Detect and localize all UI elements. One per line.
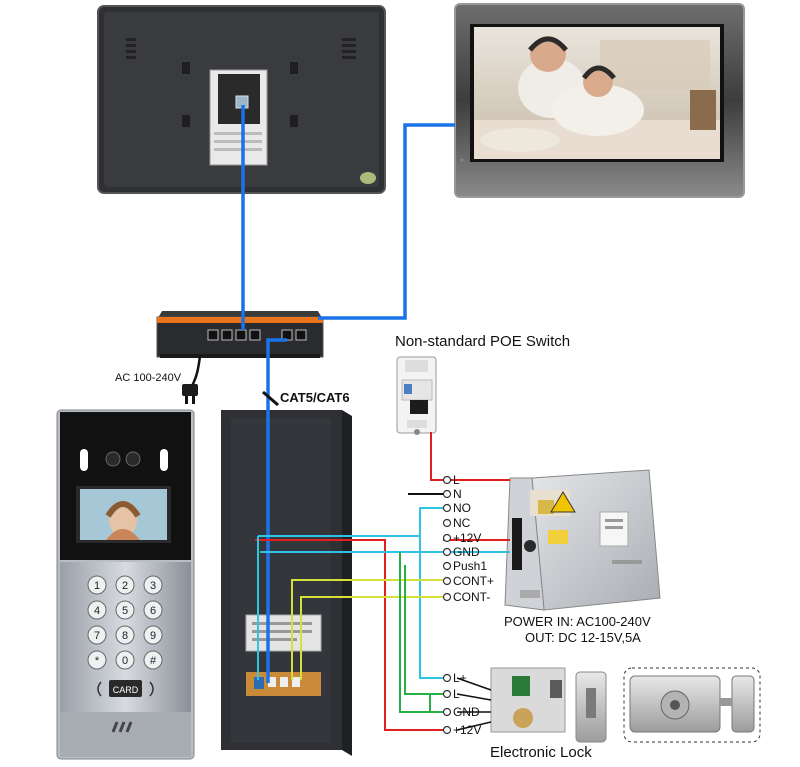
wire-green-gnd: [399, 552, 443, 713]
keypad: 1 2 3 4 5 6 7 8 9 * 0 #: [87, 575, 163, 670]
power-out-label: OUT: DC 12-15V,5A: [525, 630, 641, 645]
wire-green-lminus: [404, 565, 443, 695]
keypad-key: [143, 600, 163, 620]
terminal-block: [442, 475, 452, 602]
terminal-label: CONT+: [453, 574, 495, 588]
lock-terminal-label: L-: [453, 687, 464, 701]
terminal-label: NC: [453, 516, 471, 530]
keypad-key-label: #: [150, 655, 157, 667]
monitor-back: [97, 5, 386, 194]
terminal-n: [442, 489, 452, 499]
lock-terminal-block: [442, 673, 452, 735]
ac-input-label: AC 100-240V: [115, 372, 182, 384]
door-station: 1 2 3 4 5 6 7 8 9 * 0 # CARD: [56, 409, 195, 760]
card-reader: CARD: [97, 680, 154, 697]
keypad-key-label: 3: [150, 580, 156, 592]
terminal-gnd: [442, 547, 452, 557]
keypad-key: [87, 600, 107, 620]
keypad-key-label: 1: [94, 580, 100, 592]
cable-marker: [262, 390, 279, 407]
keypad-key: [143, 650, 163, 670]
terminal-nc: [442, 518, 452, 528]
monitor-port-panel: [209, 69, 268, 166]
keypad-key: [115, 625, 135, 645]
terminal-l: [442, 475, 452, 485]
lock-wires: [456, 677, 492, 731]
vent-grille-right: [342, 38, 356, 59]
lock-terminal: [442, 707, 452, 717]
cable-type-label: CAT5/CAT6: [280, 390, 350, 405]
keypad-key-label: 7: [94, 630, 100, 642]
lock-terminal-label: +12V: [453, 723, 482, 737]
lock-external-view: [623, 667, 761, 743]
keypad-key: [115, 575, 135, 595]
keypad-key: [87, 575, 107, 595]
cable-switch-to-door-station: [266, 338, 287, 683]
monitor-front: [454, 3, 745, 198]
keypad-key: [143, 625, 163, 645]
keypad-key-label: 2: [122, 580, 128, 592]
terminal-label: GND: [453, 545, 480, 559]
lock-terminal: [442, 689, 452, 699]
cable-switch-to-front-monitor: [318, 123, 455, 320]
terminal-12v: [442, 533, 452, 543]
keypad-key-label: 5: [122, 605, 128, 617]
keypad-key-label: 8: [122, 630, 128, 642]
lock-terminal-label: GND: [453, 705, 480, 719]
electronic-lock-label: Electronic Lock: [490, 744, 592, 761]
wire-cyan-to-lplus: [419, 508, 443, 679]
terminal-label: NO: [453, 501, 471, 515]
ac-power-cord: [190, 355, 202, 387]
wire-cont-minus: [300, 596, 443, 680]
ac-plug: [182, 384, 198, 404]
wire-plus12-to-lock: [255, 539, 443, 731]
lock-terminal-label: L+: [453, 671, 467, 685]
lock-terminal: [442, 725, 452, 735]
keypad-key-label: 9: [150, 630, 156, 642]
lock-terminal: [442, 673, 452, 683]
keypad-key: [87, 650, 107, 670]
terminal-label: +12V: [453, 531, 482, 545]
keypad-key-label: 6: [150, 605, 156, 617]
keypad-key: [115, 650, 135, 670]
keypad-key: [87, 625, 107, 645]
wire-cont-plus: [291, 579, 443, 680]
power-in-label: POWER IN: AC100-240V: [504, 614, 651, 629]
monitor-screen-image: [474, 27, 720, 159]
network-cables: [241, 105, 455, 683]
power-supply: [504, 469, 661, 611]
power-wires: [255, 432, 510, 731]
card-reader-label: CARD: [113, 685, 139, 695]
terminal-push1: [442, 561, 452, 571]
poe-switch-label: Non-standard POE Switch: [395, 333, 571, 350]
keypad-key-label: 0: [122, 655, 128, 667]
keypad-key-label: *: [95, 655, 100, 667]
terminal-label: L: [453, 473, 460, 487]
vent-grille-left: [126, 38, 136, 59]
terminal-label: Push1: [453, 559, 488, 573]
keypad-key: [143, 575, 163, 595]
poe-switch: [156, 311, 324, 358]
door-station-back: [221, 410, 352, 756]
keypad-key-label: 4: [94, 605, 100, 617]
terminal-cont: [442, 592, 452, 602]
terminal-cont: [442, 576, 452, 586]
door-station-screen: [76, 486, 171, 543]
wire-live: [430, 432, 510, 481]
keypad-key: [115, 600, 135, 620]
circuit-breaker: [396, 356, 437, 435]
electronic-lock: [490, 667, 607, 743]
terminal-no: [442, 503, 452, 513]
terminal-label: N: [453, 487, 462, 501]
terminal-label: CONT-: [453, 590, 491, 604]
